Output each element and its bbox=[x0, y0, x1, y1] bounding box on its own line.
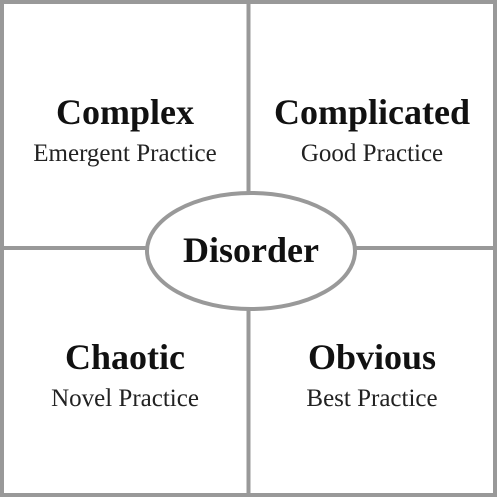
complex-title: Complex bbox=[56, 92, 194, 132]
obvious-title: Obvious bbox=[307, 337, 437, 377]
disorder-title: Disorder bbox=[183, 230, 319, 270]
chaotic-title: Chaotic bbox=[65, 337, 185, 377]
complicated-subtitle: Good Practice bbox=[300, 140, 444, 167]
disorder-ellipse bbox=[145, 191, 357, 311]
complicated-title: Complicated bbox=[274, 92, 470, 132]
obvious-subtitle: Best Practice bbox=[306, 385, 438, 412]
chaotic-subtitle: Novel Practice bbox=[51, 385, 199, 412]
complex-subtitle: Emergent Practice bbox=[33, 140, 217, 167]
